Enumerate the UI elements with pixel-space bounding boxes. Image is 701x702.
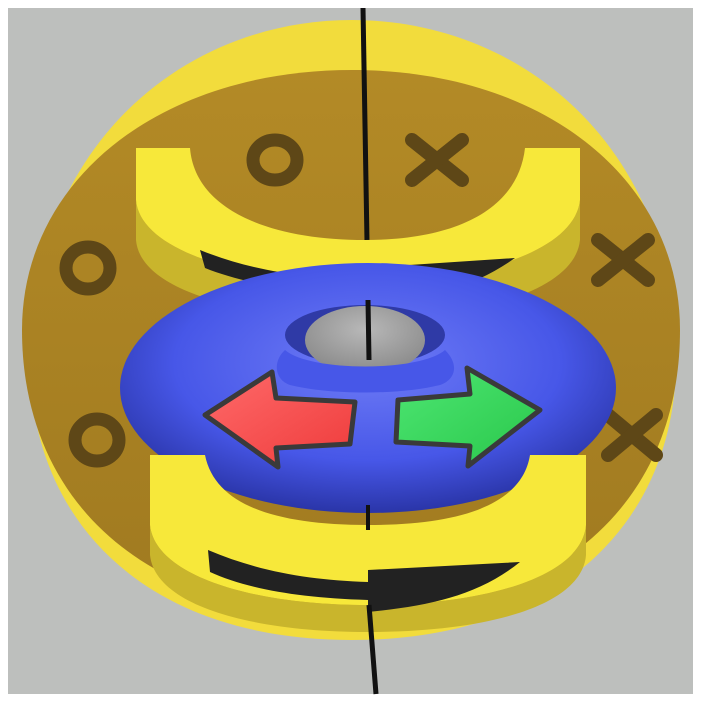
torus-hole-sphere xyxy=(305,306,425,374)
o-symbol xyxy=(246,133,304,187)
x-symbols-right xyxy=(405,133,663,462)
x-symbol xyxy=(591,233,655,287)
bottom-ring-current-arrow xyxy=(208,550,520,612)
torus-inner-lip xyxy=(276,350,455,393)
o-symbol xyxy=(68,412,126,468)
x-symbol xyxy=(601,408,663,462)
axis-line-bottom xyxy=(366,604,379,695)
bottom-ring-side xyxy=(150,525,586,632)
o-symbols-left xyxy=(59,133,304,468)
top-ring-top xyxy=(136,148,580,282)
x-symbol xyxy=(405,133,469,187)
o-symbol xyxy=(59,240,117,296)
right-flow-arrow xyxy=(393,365,543,469)
axis-line-hole xyxy=(365,299,372,361)
left-flow-arrow xyxy=(202,369,358,470)
